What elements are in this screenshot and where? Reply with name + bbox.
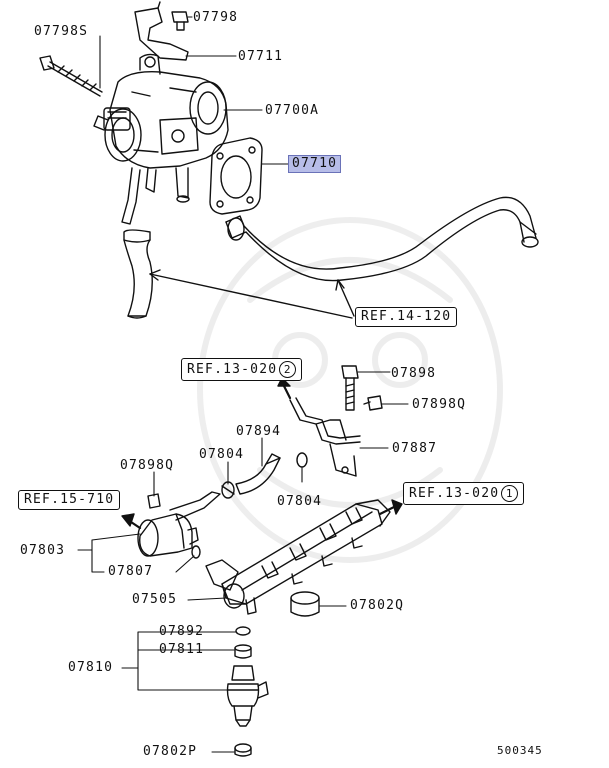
ref-13-020-1-text: REF.13-020 [409, 486, 500, 501]
clip-07804-right-drawing [296, 452, 308, 468]
label-07798[interactable]: 07798 [193, 10, 239, 25]
ref-13-020-2-circle: 2 [279, 361, 297, 378]
watermark-emblem [197, 217, 503, 563]
bolt-07898q-top-drawing [363, 395, 383, 411]
return-pipe-drawing [169, 491, 221, 521]
ref-14-120-text: REF.14-120 [361, 309, 452, 324]
label-07711[interactable]: 07711 [238, 49, 284, 64]
ref-14-120[interactable]: REF.14-120 [355, 307, 458, 327]
label-07505[interactable]: 07505 [132, 592, 178, 607]
o-ring-07807-drawing [191, 545, 201, 559]
grommet-07811-drawing [234, 644, 252, 659]
arrow-ref-13-020-1 [378, 504, 398, 516]
label-07887[interactable]: 07887 [392, 441, 438, 456]
short-hose-drawing [123, 229, 153, 319]
ref-13-020-2-text: REF.13-020 [187, 362, 278, 377]
bolt-07898-drawing [341, 365, 359, 411]
leader-ref-14-120-b [337, 279, 355, 317]
insulator-07802q-drawing [290, 591, 320, 617]
hose-07894-drawing [235, 453, 281, 495]
label-07700a[interactable]: 07700A [265, 103, 320, 118]
label-07802p[interactable]: 07802P [143, 744, 198, 759]
fuel-pipe-drawing [289, 397, 361, 477]
diagram-code: 500345 [497, 744, 543, 757]
ref-15-710-text: REF.15-710 [24, 492, 115, 507]
small-bolt-drawing [171, 11, 189, 31]
label-07810[interactable]: 07810 [68, 660, 114, 675]
long-hose-drawing [225, 196, 539, 282]
long-bolt-drawing [39, 55, 103, 97]
label-07892[interactable]: 07892 [159, 624, 205, 639]
label-07894[interactable]: 07894 [236, 424, 282, 439]
label-07807[interactable]: 07807 [108, 564, 154, 579]
ref-13-020-1-circle: 1 [501, 485, 519, 502]
label-07898q-left[interactable]: 07898Q [120, 458, 175, 473]
label-07804-a[interactable]: 07804 [199, 447, 245, 462]
injector-07810-drawing [226, 665, 269, 727]
label-07803[interactable]: 07803 [20, 543, 66, 558]
bolt-07898q-left-drawing [147, 493, 161, 509]
label-07898q-top[interactable]: 07898Q [412, 397, 467, 412]
o-ring-07892-drawing [235, 626, 251, 636]
ref-15-710[interactable]: REF.15-710 [18, 490, 121, 510]
throttle-body-drawing [93, 1, 229, 225]
label-07804-b[interactable]: 07804 [277, 494, 323, 509]
label-07710-highlighted[interactable]: 07710 [288, 155, 342, 173]
gasket-drawing [209, 137, 263, 215]
pressure-regulator-drawing [137, 513, 199, 557]
leader-lines [77, 16, 409, 753]
label-07798s[interactable]: 07798S [34, 24, 89, 39]
washer-07802p-drawing [234, 743, 252, 757]
leader-ref-14-120-a [149, 273, 353, 319]
label-07898[interactable]: 07898 [391, 366, 437, 381]
label-07802q[interactable]: 07802Q [350, 598, 405, 613]
fuel-rail-drawing [205, 499, 391, 615]
label-07811[interactable]: 07811 [159, 642, 205, 657]
